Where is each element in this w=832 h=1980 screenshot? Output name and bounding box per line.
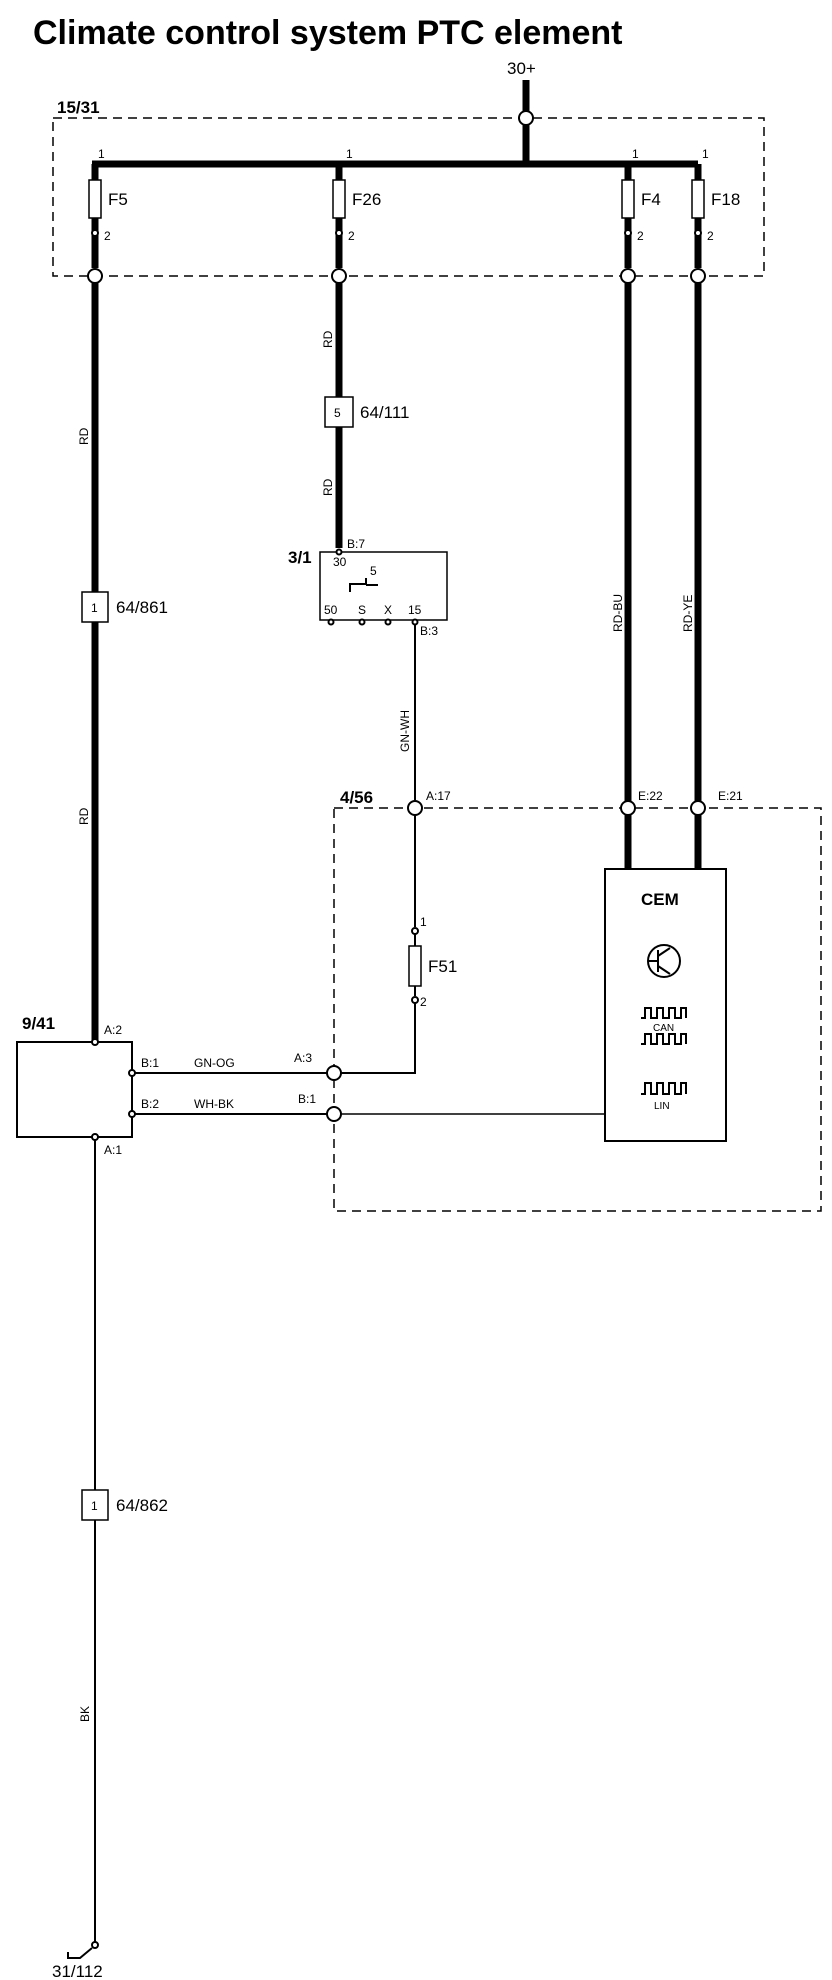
svg-text:5: 5: [370, 564, 377, 578]
svg-text:1: 1: [346, 147, 353, 161]
pin-a17: A:17: [426, 789, 451, 803]
wire-label-rd-3: RD: [321, 330, 335, 348]
svg-text:F51: F51: [428, 957, 457, 976]
svg-text:9/41: 9/41: [22, 1014, 55, 1033]
wire-label-wh-bk: WH-BK: [194, 1097, 234, 1111]
fuse-f5: 1 2 F5: [87, 147, 128, 284]
svg-text:50: 50: [324, 603, 338, 617]
svg-text:F18: F18: [711, 190, 740, 209]
fuse-f26: 1 2 F26: [331, 147, 381, 284]
supply-node: [518, 110, 534, 126]
connector-64-861: 1 64/861: [81, 591, 168, 623]
relay-3-1: 3/1 B:7 30 5 50 S X 15 B:3: [288, 537, 448, 638]
node-a3: [326, 1065, 342, 1081]
cem-box-label: 4/56: [340, 788, 373, 807]
fuse-f18: 1 2 F18: [690, 147, 740, 284]
svg-text:F26: F26: [352, 190, 381, 209]
ground-icon: [67, 1941, 99, 1959]
fuse-f4: 1 2 F4: [620, 147, 661, 284]
svg-text:1: 1: [632, 147, 639, 161]
svg-text:2: 2: [104, 229, 111, 243]
transistor-icon: [647, 944, 681, 978]
svg-text:LIN: LIN: [654, 1101, 670, 1112]
node-e22: [620, 800, 636, 816]
svg-text:S: S: [358, 603, 366, 617]
svg-text:64/111: 64/111: [360, 403, 409, 422]
pin-a3: A:3: [294, 1051, 312, 1065]
wire-label-rd-2: RD: [77, 807, 91, 825]
svg-text:5: 5: [334, 406, 341, 420]
wire-label-bk: BK: [78, 1706, 92, 1722]
svg-text:15: 15: [408, 603, 422, 617]
fuse-box-outline: [52, 117, 765, 277]
node-cb1: [326, 1106, 342, 1122]
fuse-box-label: 15/31: [57, 98, 100, 117]
svg-text:64/862: 64/862: [116, 1496, 168, 1515]
node-a17: [407, 800, 423, 816]
lin-bus-icon: LIN: [641, 1082, 687, 1112]
svg-text:1: 1: [91, 601, 98, 615]
svg-text:B:3: B:3: [420, 624, 438, 638]
svg-text:X: X: [384, 603, 392, 617]
ptc-module-9-41: 9/41 A:2 B:1 B:2 A:1: [16, 1014, 159, 1157]
svg-text:CAN: CAN: [653, 1023, 674, 1034]
svg-text:F5: F5: [108, 190, 128, 209]
diagram-title: Climate control system PTC element: [33, 14, 623, 52]
svg-text:64/861: 64/861: [116, 598, 168, 617]
cem-box-outline: [333, 807, 822, 1212]
svg-text:CEM: CEM: [641, 890, 679, 909]
svg-text:1: 1: [702, 147, 709, 161]
svg-text:1: 1: [420, 915, 427, 929]
svg-text:1: 1: [98, 147, 105, 161]
svg-text:B:7: B:7: [347, 537, 365, 551]
svg-text:3/1: 3/1: [288, 548, 312, 567]
svg-text:2: 2: [420, 995, 427, 1009]
svg-text:A:2: A:2: [104, 1023, 122, 1037]
wire-f51-a3: [341, 1003, 416, 1074]
cem-module: CEM CAN LIN: [604, 868, 727, 1142]
wire-label-rd-bu: RD-BU: [611, 594, 625, 632]
svg-text:2: 2: [637, 229, 644, 243]
wire-label-gn-wh: GN-WH: [398, 710, 412, 752]
svg-text:B:1: B:1: [141, 1056, 159, 1070]
supply-label: 30+: [507, 59, 536, 78]
connector-64-862: 1 64/862: [81, 1489, 168, 1521]
svg-text:2: 2: [707, 229, 714, 243]
wire-label-rd-ye: RD-YE: [681, 595, 695, 632]
can-bus-icon: CAN: [641, 1007, 687, 1045]
svg-text:2: 2: [348, 229, 355, 243]
svg-text:B:2: B:2: [141, 1097, 159, 1111]
node-e21: [690, 800, 706, 816]
wire-label-rd-1: RD: [77, 427, 91, 445]
wire-label-gn-og: GN-OG: [194, 1056, 235, 1070]
fuse-f51: 1 2 F51: [408, 915, 457, 1009]
ground-label: 31/112: [52, 1962, 103, 1980]
pin-e21: E:21: [718, 789, 743, 803]
connector-64-111: 5 64/111: [324, 396, 409, 428]
svg-text:A:1: A:1: [104, 1143, 122, 1157]
svg-text:30: 30: [333, 555, 347, 569]
wire-label-rd-4: RD: [321, 478, 335, 496]
pin-e22: E:22: [638, 789, 663, 803]
svg-text:1: 1: [91, 1499, 98, 1513]
svg-text:F4: F4: [641, 190, 661, 209]
pin-cb1: B:1: [298, 1092, 316, 1106]
